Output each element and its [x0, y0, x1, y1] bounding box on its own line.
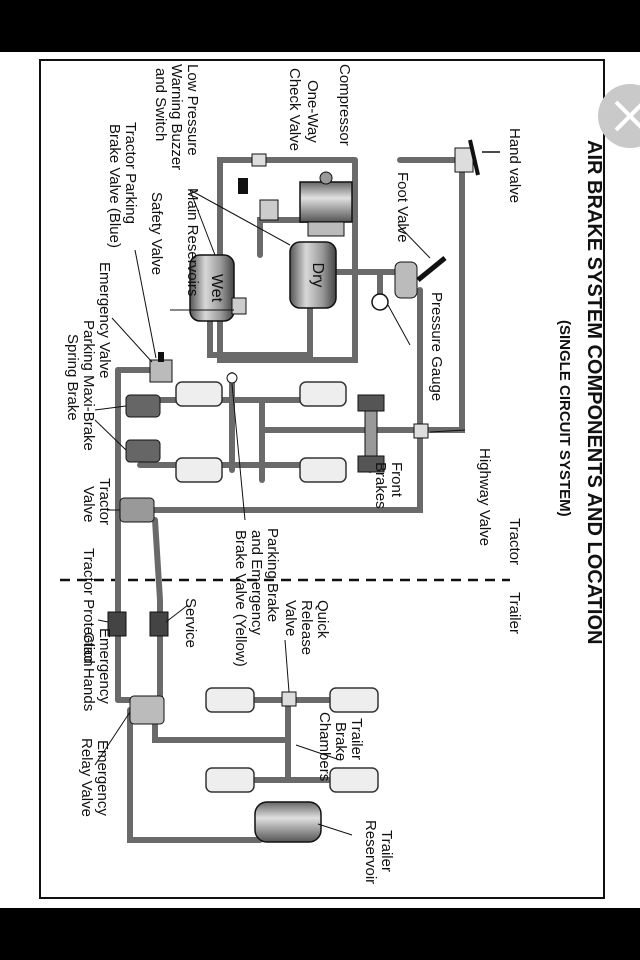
emergency-relay-valve	[129, 695, 165, 725]
label-parking-emergency-2: and Emergency	[248, 530, 265, 636]
label-pressure-gauge: Pressure Gauge	[428, 292, 445, 401]
label-quick-release-2: Release	[298, 600, 315, 655]
label-main-reservoirs: Main Reservoirs	[184, 188, 201, 296]
trailer-wheels	[205, 687, 379, 793]
trailer-reservoir	[254, 801, 322, 843]
label-trailer-brake-2: Brake	[332, 722, 349, 761]
tractor-protection-valve	[119, 497, 155, 523]
close-icon	[614, 100, 640, 132]
low-pressure-switch	[238, 178, 279, 221]
label-one-way-2: Check Valve	[286, 68, 303, 151]
label-emergency-glad-1: Emergency	[96, 628, 113, 704]
label-tractor-protection-2: Valve	[80, 486, 97, 522]
diagram-subtitle: (SINGLE CIRCUIT SYSTEM)	[556, 320, 573, 517]
label-trailer-reservoir-1: Trailer	[378, 830, 395, 872]
foot-valve	[394, 256, 447, 299]
label-tractor-parking-1: Tractor Parking	[122, 122, 139, 224]
label-parking-emergency-3: Brake Valve (Yellow)	[232, 530, 249, 667]
highway-valve	[413, 423, 429, 439]
label-trailer-brake-1: Trailer	[348, 718, 365, 760]
label-front-brakes-2: Brakes	[372, 462, 389, 509]
label-compressor: Compressor	[336, 64, 353, 146]
label-low-pressure-2: Warning Buzzer	[168, 64, 185, 170]
hand-valve	[454, 139, 500, 176]
quick-release-valve	[281, 691, 297, 707]
emergency-valve	[149, 352, 173, 383]
trailer-label: Trailer	[506, 592, 523, 634]
glad-hands	[107, 611, 169, 637]
label-emergency-relay-2: Relay Valve	[78, 738, 95, 817]
label-quick-release-3: Valve	[282, 600, 299, 636]
dry-label: Dry	[309, 263, 326, 288]
dry-reservoir: Dry	[289, 241, 337, 309]
bottom-letterbox	[0, 908, 640, 960]
label-service: Service	[182, 598, 199, 648]
label-foot-valve: Foot Valve	[394, 172, 411, 243]
front-brakes	[357, 394, 385, 473]
air-brake-diagram: Dry Wet	[39, 59, 605, 899]
label-parking-maxi-1: Parking Maxi-Brake	[80, 320, 97, 451]
label-trailer-brake-3: Chambers	[316, 712, 333, 781]
label-emergency-relay-1: Emergency	[94, 740, 111, 816]
label-trailer-reservoir-2: Reservoir	[362, 820, 379, 884]
label-quick-release-1: Quick	[314, 600, 331, 639]
tractor-label: Tractor	[506, 518, 523, 565]
diagram-border	[39, 59, 605, 899]
tractor-wheels	[175, 381, 347, 483]
top-letterbox	[0, 0, 640, 52]
wet-label: Wet	[208, 274, 225, 303]
label-tractor-parking-2: Brake Valve (Blue)	[106, 124, 123, 248]
label-emergency-glad-2: Glad Hands	[80, 632, 97, 711]
wet-reservoir: Wet	[189, 254, 235, 322]
label-tractor-protection-3: Tractor Protection	[80, 548, 97, 667]
diagram-sheet: Dry Wet	[0, 52, 640, 908]
label-highway-valve: Highway Valve	[476, 448, 493, 546]
compressor	[299, 171, 353, 237]
parking-emergency-brake-valve	[226, 372, 238, 384]
pressure-gauge	[371, 293, 389, 311]
label-front-brakes-1: Front	[388, 462, 405, 498]
label-tractor-protection-1: Tractor	[96, 478, 113, 525]
leader-lines	[94, 189, 466, 836]
label-emergency-valve: Emergency Valve	[96, 262, 113, 378]
parking-maxi-brakes	[125, 394, 161, 463]
one-way-check-valve	[251, 153, 267, 167]
label-parking-maxi-2: Spring Brake	[64, 334, 81, 421]
label-low-pressure-1: Low Pressure	[184, 64, 201, 156]
label-safety-valve: Safety Valve	[148, 192, 165, 275]
diagram-title: AIR BRAKE SYSTEM COMPONENTS AND LOCATION	[583, 140, 605, 644]
safety-valve	[231, 297, 247, 315]
label-parking-emergency-1: Parking Brake	[264, 528, 281, 622]
label-low-pressure-3: and Switch	[152, 68, 169, 141]
label-one-way-1: One-Way	[304, 80, 321, 143]
label-hand-valve: Hand valve	[506, 128, 523, 203]
